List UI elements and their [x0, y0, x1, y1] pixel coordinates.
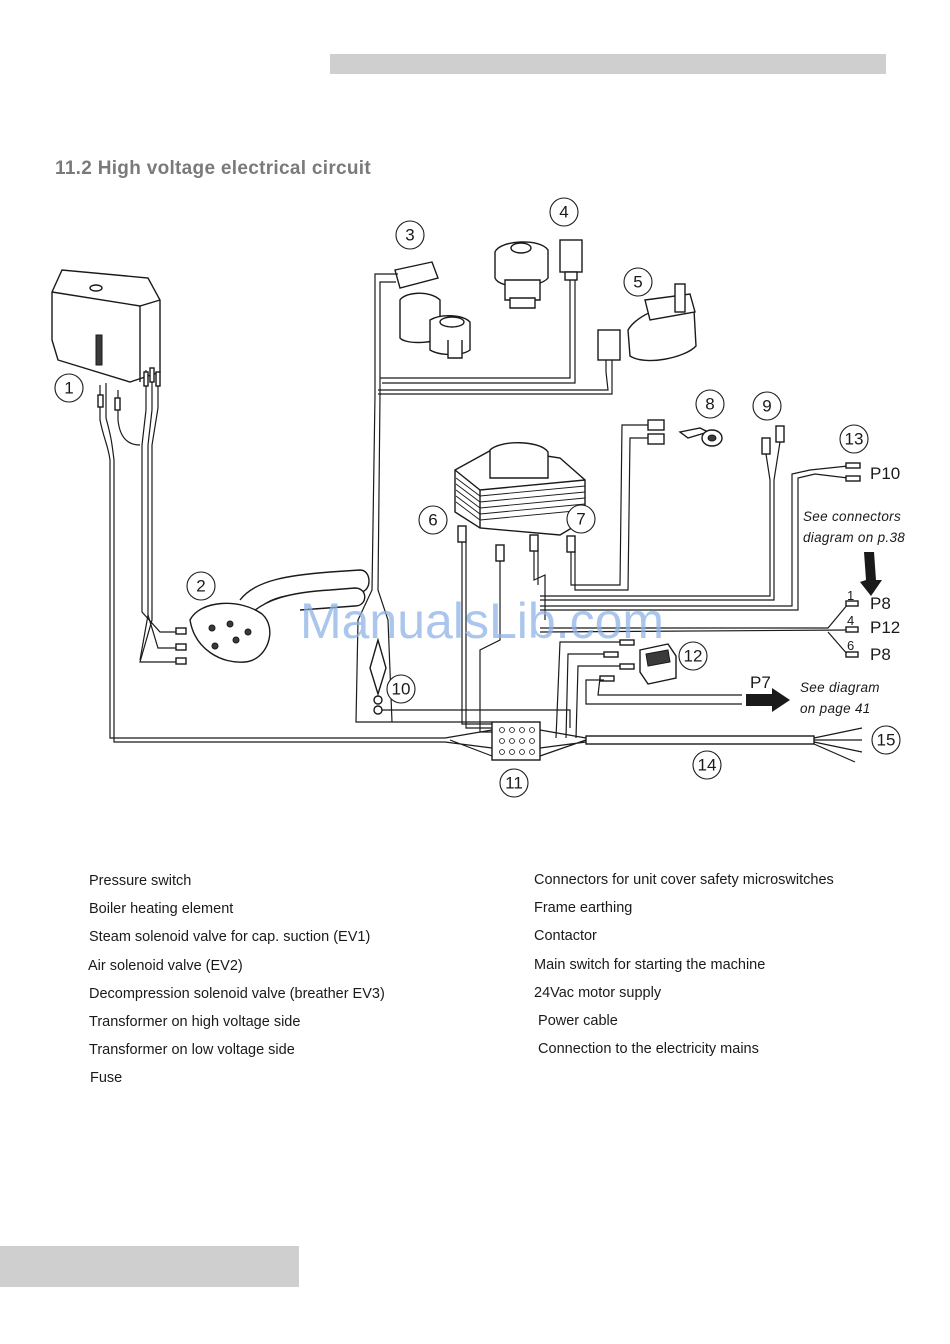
legend-item: Contactor [534, 928, 597, 945]
contactor [491, 721, 541, 761]
microswitch-connectors [540, 425, 785, 601]
callout-5: 5 [623, 267, 653, 297]
power-cable [585, 727, 863, 763]
svg-text:3: 3 [405, 226, 414, 245]
pin-4: 4 [847, 613, 854, 628]
section-title: 11.2 High voltage electrical circuit [55, 158, 371, 179]
svg-text:1: 1 [64, 379, 73, 398]
svg-text:7: 7 [576, 510, 585, 529]
p7-arrow [746, 688, 790, 712]
legend-item: Power cable [534, 1012, 618, 1029]
callout-13: 13 [839, 424, 869, 454]
legend-item: Boiler heating element [89, 901, 234, 918]
svg-text:9: 9 [762, 397, 771, 416]
callout-10: 10 [386, 674, 416, 704]
legend-item: Pressure switch [89, 873, 192, 889]
footer-bar [0, 1246, 299, 1287]
callout-11: 11 [499, 768, 529, 798]
pressure-switch [51, 269, 161, 420]
pin-1: 1 [847, 588, 854, 603]
callout-4: 4 [549, 197, 579, 227]
air-solenoid-valve [380, 239, 583, 384]
legend-item: Transformer on high voltage side [89, 1013, 301, 1030]
svg-text:10: 10 [392, 680, 411, 699]
callout-8: 8 [695, 389, 725, 419]
legend-item: Transformer on low voltage side [89, 1042, 295, 1059]
callout-15: 15 [871, 725, 901, 755]
svg-text:12: 12 [684, 647, 703, 666]
label-p10: P10 [870, 464, 900, 483]
steam-solenoid-valve [374, 261, 471, 395]
svg-text:14: 14 [698, 756, 717, 775]
svg-text:15: 15 [877, 731, 896, 750]
p8-p12-connector-wires [539, 600, 859, 658]
svg-text:6: 6 [428, 511, 437, 530]
svg-text:8: 8 [705, 395, 714, 414]
p8-arrow [860, 552, 882, 596]
note-connectors-line1: See connectors [803, 509, 901, 524]
watermark: ManualsLib.com [300, 593, 664, 649]
transformer [454, 442, 586, 562]
legend-item: Fuse [90, 1070, 123, 1087]
legend-right: Connectors for unit cover safety microsw… [534, 872, 834, 1069]
legend-item: Decompression solenoid valve (breather E… [89, 985, 385, 1002]
decompression-solenoid-valve [378, 283, 697, 395]
note-connectors-line2: diagram on p.38 [803, 530, 905, 545]
callout-3: 3 [395, 220, 425, 250]
wire-bundle-valves [355, 394, 492, 723]
legend-item: Air solenoid valve (EV2) [88, 957, 243, 974]
pin-6: 6 [847, 638, 854, 653]
note-diagram-line1: See diagram [800, 680, 880, 695]
svg-text:2: 2 [196, 577, 205, 596]
callout-14: 14 [692, 750, 722, 780]
note-diagram-line2: on page 41 [800, 701, 871, 716]
callout-2: 2 [186, 571, 216, 601]
label-p8-top: P8 [870, 594, 891, 613]
p10-connector-wires [540, 462, 861, 611]
legend-item: Frame earthing [534, 900, 633, 917]
callout-1: 1 [54, 373, 84, 403]
fuse [647, 419, 723, 447]
legend-item: Connectors for unit cover safety microsw… [534, 872, 834, 888]
frame-earthing [369, 637, 571, 728]
callout-12: 12 [678, 641, 708, 671]
header-bar [330, 54, 886, 74]
svg-text:4: 4 [559, 203, 568, 222]
wiring-diagram: .w { fill:none; stroke:#1a1a1a; stroke-w… [51, 197, 905, 798]
heating-element [189, 569, 370, 663]
label-p8-bottom: P8 [870, 645, 891, 664]
wires-left [99, 407, 445, 743]
legend-item: 24Vac motor supply [534, 984, 662, 1001]
callout-7: 7 [566, 504, 596, 534]
label-p12: P12 [870, 618, 900, 637]
legend-left: Pressure switch Boiler heating element S… [88, 873, 385, 1099]
svg-text:11: 11 [505, 774, 523, 793]
svg-text:13: 13 [845, 430, 864, 449]
callout-9: 9 [752, 391, 782, 421]
label-p7: P7 [750, 673, 771, 692]
legend-item: Steam solenoid valve for cap. suction (E… [89, 929, 371, 946]
svg-text:5: 5 [633, 273, 642, 292]
legend-item: Connection to the electricity mains [534, 1041, 759, 1058]
legend-item: Main switch for starting the machine [534, 956, 766, 973]
callout-6: 6 [418, 505, 448, 535]
